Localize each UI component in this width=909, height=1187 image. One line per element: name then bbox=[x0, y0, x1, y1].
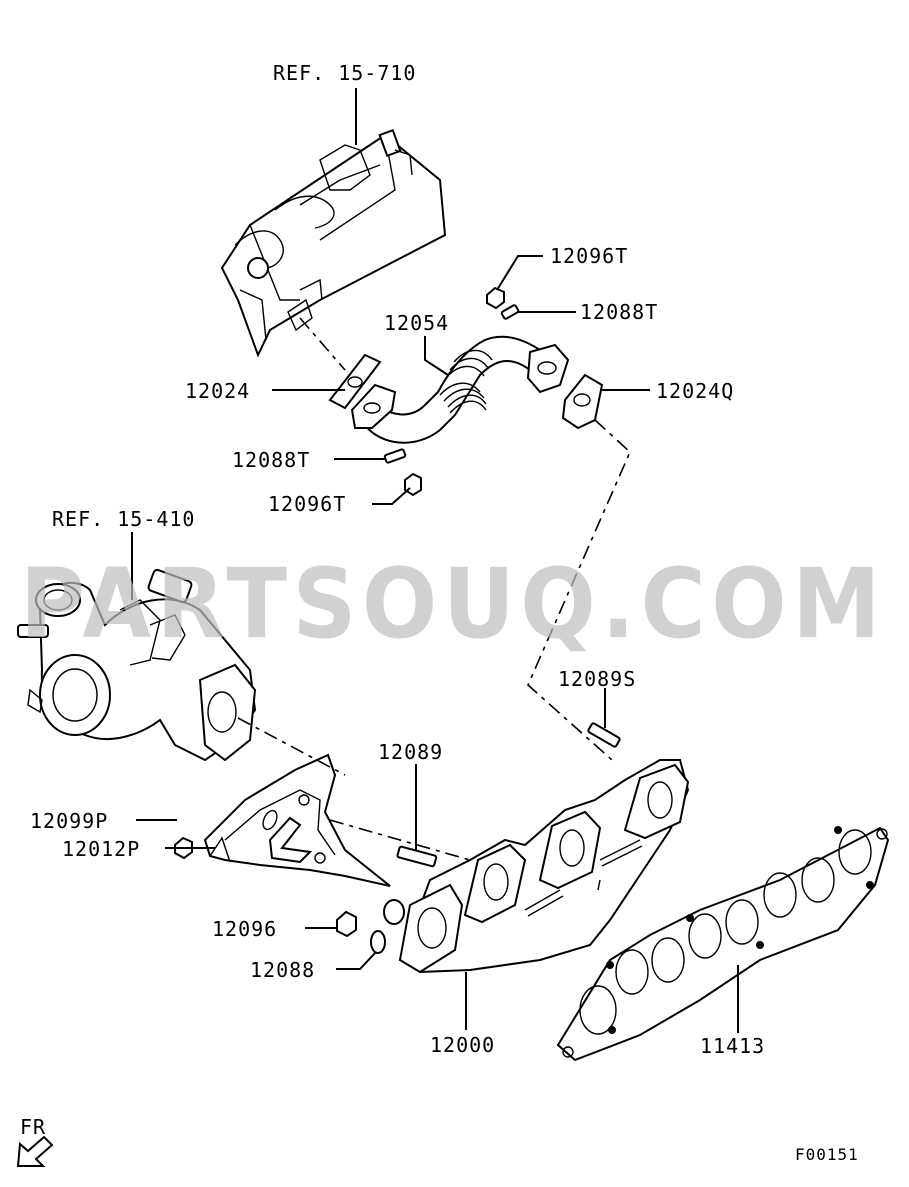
label-12096T-top[interactable]: 12096T bbox=[550, 244, 628, 268]
leader-lines bbox=[131, 88, 739, 1033]
label-12088T-mid[interactable]: 12088T bbox=[232, 448, 310, 472]
label-12096T-mid[interactable]: 12096T bbox=[268, 492, 346, 516]
label-12088T-top[interactable]: 12088T bbox=[580, 300, 658, 324]
nut-12096[interactable] bbox=[336, 910, 357, 938]
nut-12096T-mid[interactable] bbox=[404, 472, 422, 497]
label-12089S[interactable]: 12089S bbox=[558, 667, 636, 691]
alignment-lines bbox=[237, 317, 631, 861]
egr-pipe[interactable] bbox=[350, 335, 570, 444]
stud-12089S[interactable] bbox=[587, 722, 621, 748]
gasket-12024[interactable] bbox=[328, 353, 382, 410]
egr-pipe-bellows bbox=[439, 349, 493, 414]
manifold-gasket[interactable] bbox=[556, 826, 890, 1062]
label-12089[interactable]: 12089 bbox=[378, 740, 443, 764]
label-12000[interactable]: 12000 bbox=[430, 1033, 495, 1057]
label-12012P[interactable]: 12012P bbox=[62, 837, 140, 861]
label-12024Q[interactable]: 12024Q bbox=[656, 379, 734, 403]
label-ref-15-410[interactable]: REF. 15-410 bbox=[52, 507, 195, 531]
egr-cooler[interactable] bbox=[220, 128, 447, 358]
label-12054[interactable]: 12054 bbox=[384, 311, 449, 335]
washer-12088[interactable] bbox=[370, 930, 386, 954]
watermark: PARTSOUQ.COM bbox=[20, 548, 886, 660]
turbocharger[interactable] bbox=[17, 568, 257, 762]
label-12088[interactable]: 12088 bbox=[250, 958, 315, 982]
front-direction-indicator: FR bbox=[16, 1115, 54, 1167]
heat-shield[interactable] bbox=[203, 753, 391, 887]
stud-12088T-top[interactable] bbox=[500, 304, 520, 320]
stud-12089[interactable] bbox=[396, 845, 438, 868]
exhaust-manifold[interactable] bbox=[383, 759, 690, 974]
label-12096[interactable]: 12096 bbox=[212, 917, 277, 941]
arrow-down-left-icon bbox=[16, 1135, 54, 1167]
label-ref-15-710[interactable]: REF. 15-710 bbox=[273, 61, 416, 85]
label-12099P[interactable]: 12099P bbox=[30, 809, 108, 833]
diagram-code: F00151 bbox=[795, 1145, 859, 1164]
label-11413[interactable]: 11413 bbox=[700, 1034, 765, 1058]
stud-12088T-mid[interactable] bbox=[383, 448, 407, 464]
label-12024[interactable]: 12024 bbox=[185, 379, 250, 403]
nut-12096T-top[interactable] bbox=[486, 286, 505, 310]
label-fr: FR bbox=[20, 1115, 46, 1139]
